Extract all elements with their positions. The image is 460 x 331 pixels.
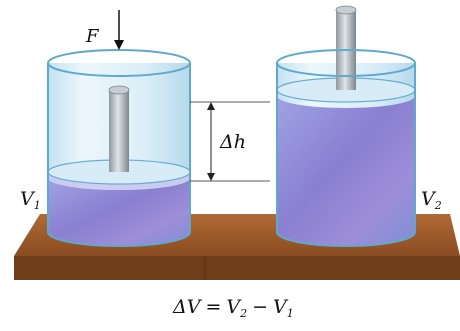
right-cylinder xyxy=(276,5,416,247)
delta-h-dimension xyxy=(190,101,270,182)
force-arrow xyxy=(114,10,124,50)
left-piston-rod xyxy=(109,90,129,172)
left-cylinder xyxy=(47,49,191,247)
left-liquid xyxy=(48,178,190,246)
right-liquid xyxy=(277,96,415,246)
volume-equation: ΔV=V2−V1 xyxy=(172,296,294,320)
delta-h-label: Δh xyxy=(219,131,246,153)
v1-label: V1 xyxy=(20,188,41,212)
v2-label: V2 xyxy=(421,188,442,212)
force-label: F xyxy=(85,26,100,47)
right-cylinder-rim xyxy=(276,49,416,77)
